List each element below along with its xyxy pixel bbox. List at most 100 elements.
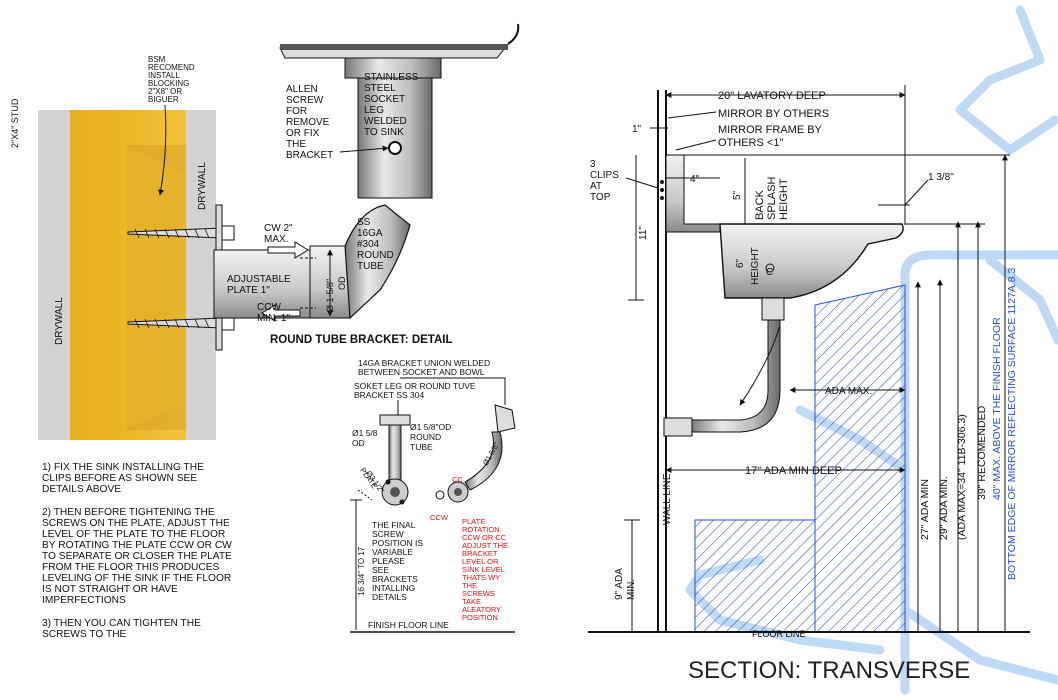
diameter-label: Ø 1-5/8" OD	[325, 249, 347, 317]
svg-text:ALEATORY: ALEATORY	[462, 605, 501, 614]
section-transverse: FLOOR LINE 20" LAVATORY DEEP MIRROR BY O…	[588, 85, 1030, 684]
svg-text:PLATE: PLATE	[462, 517, 485, 526]
svg-text:TUBE: TUBE	[357, 261, 384, 272]
svg-text:ROUND: ROUND	[357, 250, 394, 261]
dia-mid: Ø1 5/8"OD ROUND TUBE	[410, 422, 451, 452]
svg-text:THE: THE	[286, 139, 306, 150]
svg-text:HEIGHT: HEIGHT	[750, 247, 761, 285]
svg-text:INSTALL: INSTALL	[148, 71, 180, 80]
drywall-right-label: DRYWALL	[197, 162, 208, 210]
svg-text:CW 2": CW 2"	[264, 223, 293, 234]
svg-text:BACK: BACK	[754, 189, 766, 220]
svg-text:MIRROR BY OTHERS: MIRROR BY OTHERS	[718, 108, 829, 120]
nine-ada-label: 9" ADA MIN.	[614, 568, 637, 600]
svg-text:SCREWS: SCREWS	[462, 589, 495, 598]
svg-text:WELDED: WELDED	[364, 116, 407, 127]
instructions: 1) FIX THE SINK INSTALLING THE CLIPS BEF…	[42, 462, 232, 640]
svg-text:ADJUSTABLE: ADJUSTABLE	[227, 274, 291, 285]
svg-text:29" ADA MIN.: 29" ADA MIN.	[938, 476, 950, 540]
svg-text:DETAILS: DETAILS	[372, 592, 407, 602]
svg-text:BSM: BSM	[148, 55, 166, 64]
svg-text:16 3/4" TO 17: 16 3/4" TO 17	[357, 546, 366, 596]
svg-text:MIRROR FRAME BY: MIRROR FRAME BY	[718, 124, 823, 136]
svg-text:THE FINAL: THE FINAL	[372, 520, 416, 530]
svg-text:27" ADA MIN: 27" ADA MIN	[919, 479, 931, 540]
svg-text:STAINLESS: STAINLESS	[364, 72, 419, 83]
socket-note: SOKET LEG OR ROUND TUVE BRACKET SS 304	[354, 381, 476, 400]
svg-text:1 3/8": 1 3/8"	[928, 172, 954, 183]
svg-text:WALL LINE: WALL LINE	[662, 473, 673, 525]
drywall-left-label: DRYWALL	[54, 297, 65, 345]
back-splash-label: BACK SPLASH HEIGHT	[754, 177, 790, 220]
svg-text:CCW: CCW	[430, 513, 449, 522]
instruction-3: 3) THEN YOU CAN TIGHTEN THE SCREWS TO TH…	[42, 618, 201, 640]
svg-text:SOCKET: SOCKET	[364, 94, 405, 105]
section-title: SECTION: TRANSVERSE	[688, 657, 970, 684]
svg-text:ROUND: ROUND	[410, 432, 441, 442]
svg-text:SPLASH: SPLASH	[766, 177, 778, 220]
svg-text:AT: AT	[590, 181, 602, 192]
instruction-2: 2) THEN BEFORE TIGHTENING THE SCREWS ON …	[42, 507, 232, 606]
svg-text:BIGUER: BIGUER	[148, 95, 179, 104]
ccw-arrow	[261, 304, 301, 322]
svg-text:4": 4"	[690, 174, 700, 185]
socket-leg-note: STAINLESS STEEL SOCKET LEG WELDED TO SIN…	[364, 72, 419, 138]
svg-text:9" ADA: 9" ADA	[614, 568, 625, 600]
svg-text:PLEASE: PLEASE	[372, 556, 405, 566]
svg-text:LEVEL OR: LEVEL OR	[462, 557, 499, 566]
svg-text:RECOMEND: RECOMEND	[148, 63, 195, 72]
svg-text:BRACKET SS 304: BRACKET SS 304	[354, 390, 425, 400]
svg-text:(ADA MAX=34" 11B-306.3): (ADA MAX=34" 11B-306.3)	[956, 414, 968, 540]
clips-label: 3 CLIPS AT TOP	[590, 159, 619, 203]
svg-text:POSITION: POSITION	[462, 613, 498, 622]
svg-text:THE: THE	[462, 581, 477, 590]
svg-text:VARIABLE: VARIABLE	[372, 547, 413, 557]
svg-text:BOTTOM EDGE OF MIRROR REFLECTI: BOTTOM EDGE OF MIRROR REFLECTING SURFACE…	[1006, 268, 1018, 580]
svg-text:MIN. 1": MIN. 1"	[257, 313, 290, 324]
svg-text:CCW: CCW	[257, 302, 281, 313]
svg-text:INTALLING: INTALLING	[372, 583, 415, 593]
svg-text:FOR: FOR	[286, 106, 307, 117]
svg-text:Ø1 5/8: Ø1 5/8	[352, 428, 378, 438]
svg-text:5": 5"	[732, 190, 743, 200]
svg-text:Ø1 5/8"OD: Ø1 5/8"OD	[410, 422, 451, 432]
dia-left: Ø1 5/8 OD	[352, 428, 378, 448]
svg-text:TO SINK: TO SINK	[364, 127, 404, 138]
svg-text:Ø 1-5/8": Ø 1-5/8"	[325, 279, 335, 312]
red-note: PLATE ROTATION CCW OR CC ADJUST THE BRAC…	[462, 517, 508, 622]
svg-text:TOP: TOP	[590, 192, 611, 203]
ccw-label: CCW MIN. 1"	[257, 302, 290, 324]
svg-text:STEEL: STEEL	[364, 83, 396, 94]
detail-title: ROUND TUBE BRACKET: DETAIL	[270, 334, 453, 346]
svg-text:ALLEN: ALLEN	[286, 84, 318, 95]
wall-section	[38, 110, 216, 440]
allen-screw-note: ALLEN SCREW FOR REMOVE OR FIX THE BRACKE…	[286, 84, 333, 161]
svg-text:11": 11"	[638, 226, 649, 240]
svg-text:2"X8" OR: 2"X8" OR	[148, 87, 182, 96]
svg-text:40" MAX. ABOVE THE FINISH FLOO: 40" MAX. ABOVE THE FINISH FLOOR	[991, 317, 1003, 500]
svg-text:POSITION IS: POSITION IS	[372, 538, 423, 548]
svg-text:BETWEEN SOCKET AND BOWL: BETWEEN SOCKET AND BOWL	[358, 367, 485, 377]
svg-text:ADJUST THE: ADJUST THE	[462, 541, 508, 550]
svg-text:20" LAVATORY DEEP: 20" LAVATORY DEEP	[718, 90, 826, 102]
adjustable-plate-label: ADJUSTABLE PLATE 1"	[227, 274, 291, 296]
svg-text:CLIPS: CLIPS	[590, 170, 619, 181]
svg-text:PLATE 1": PLATE 1"	[227, 285, 270, 296]
allen-screw	[388, 141, 402, 155]
svg-text:BRACKET: BRACKET	[462, 549, 498, 558]
svg-text:BLOCKING: BLOCKING	[148, 79, 189, 88]
svg-text:ROTATION: ROTATION	[462, 525, 500, 534]
svg-text:BRACKETS: BRACKETS	[372, 574, 418, 584]
cw-label: CW 2" MAX.	[264, 223, 293, 245]
union-note: 14GA BRACKET UNION WELDED BETWEEN SOCKET…	[358, 358, 490, 377]
svg-text:HEIGHT: HEIGHT	[778, 178, 790, 220]
svg-text:16GA: 16GA	[357, 228, 383, 239]
socket-leg	[279, 23, 520, 199]
svg-text:SCREW: SCREW	[372, 529, 404, 539]
stud-label: 2"X4" STUD	[10, 98, 20, 148]
svg-text:CCW OR CC: CCW OR CC	[462, 533, 507, 542]
svg-text:OTHERS <1": OTHERS <1"	[718, 137, 783, 149]
svg-text:CC: CC	[452, 475, 463, 484]
instruction-1: 1) FIX THE SINK INSTALLING THE CLIPS BEF…	[42, 462, 204, 495]
